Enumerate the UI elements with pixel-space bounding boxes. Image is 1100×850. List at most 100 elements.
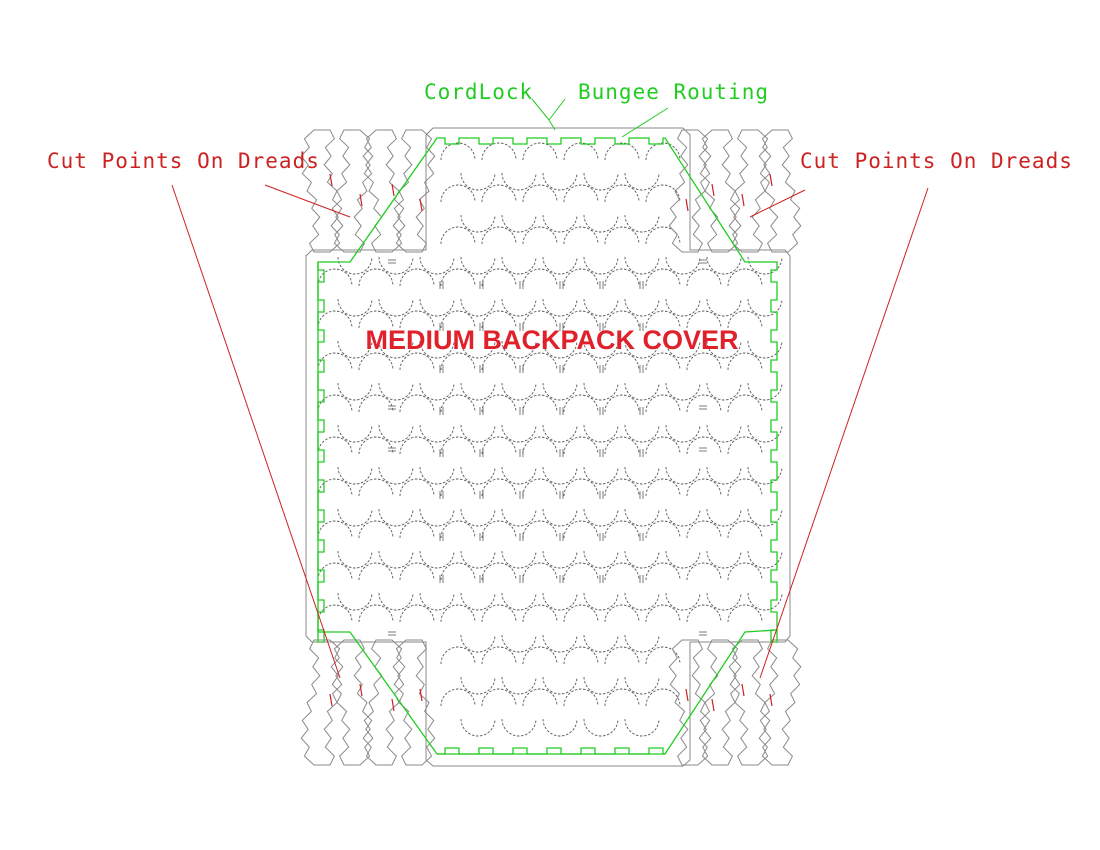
- pattern-arc: [727, 394, 763, 413]
- pattern-arc: [665, 382, 701, 401]
- pattern-arc: [460, 718, 496, 737]
- pattern-arc: [686, 268, 722, 287]
- pattern-arc: [501, 550, 537, 569]
- pattern-arc: [522, 520, 558, 539]
- pattern-arc: [337, 592, 373, 611]
- pattern-arc: [583, 550, 619, 569]
- dreads-top-right: [668, 129, 802, 253]
- pattern-arc: [522, 688, 558, 707]
- pattern-arc: [501, 466, 537, 485]
- pattern-arc: [706, 508, 742, 527]
- pattern-arc: [419, 550, 455, 569]
- pattern-arc: [645, 226, 681, 245]
- pattern-arc: [419, 592, 455, 611]
- pattern-arc: [645, 184, 681, 203]
- pattern-arc: [460, 466, 496, 485]
- pattern-arc: [563, 352, 599, 371]
- dreads-bottom-right: [668, 639, 802, 766]
- pattern-arc: [604, 436, 640, 455]
- pattern-arc: [686, 478, 722, 497]
- pattern-arc: [747, 340, 783, 359]
- pattern-arc: [460, 592, 496, 611]
- pattern-arc: [563, 310, 599, 329]
- arc-pattern: [317, 142, 783, 737]
- pattern-arc: [563, 268, 599, 287]
- pattern-arc: [399, 310, 435, 329]
- pattern-arc: [399, 478, 435, 497]
- bungee-loop-bottom: [437, 747, 665, 755]
- pattern-arc: [686, 352, 722, 371]
- cut-point: [685, 688, 689, 702]
- pattern-arc: [378, 592, 414, 611]
- pattern-arc: [583, 172, 619, 191]
- cut-points-leader-left: [171, 184, 351, 679]
- pattern-arc: [399, 268, 435, 287]
- pattern-arc: [583, 466, 619, 485]
- cut-points-label-left: Cut Points On Dreads: [47, 149, 320, 173]
- pattern-arc: [440, 688, 476, 707]
- pattern-arc: [665, 298, 701, 317]
- dread-strip: [728, 639, 772, 766]
- pattern-arc: [583, 214, 619, 233]
- pattern-arc: [624, 718, 660, 737]
- pattern-arc: [624, 172, 660, 191]
- pattern-arc: [563, 142, 599, 161]
- cut-point: [329, 173, 333, 187]
- pattern-arc: [686, 394, 722, 413]
- dread-strip: [300, 639, 344, 766]
- pattern-arc: [337, 550, 373, 569]
- pattern-arc: [624, 340, 660, 359]
- pattern-arc: [542, 676, 578, 695]
- pattern-arc: [522, 268, 558, 287]
- pattern-arc: [481, 268, 517, 287]
- pattern-arc: [522, 142, 558, 161]
- drawing-title: MEDIUM BACKPACK COVER: [365, 325, 738, 355]
- dread-strip: [698, 129, 742, 253]
- pattern-arc: [460, 298, 496, 317]
- dread-strip: [330, 129, 374, 253]
- dread-strip: [728, 129, 772, 253]
- dreads-bottom-left: [300, 639, 436, 766]
- pattern-arc: [440, 436, 476, 455]
- pattern-arc: [604, 268, 640, 287]
- pattern-arc: [542, 508, 578, 527]
- pattern-arc: [419, 466, 455, 485]
- pattern-arc: [378, 466, 414, 485]
- pattern-arc: [440, 520, 476, 539]
- pattern-arc: [317, 562, 353, 581]
- pattern-arc: [440, 310, 476, 329]
- pattern-arc: [747, 466, 783, 485]
- pattern-arc: [317, 310, 353, 329]
- pattern-arc: [460, 508, 496, 527]
- pattern-arc: [337, 424, 373, 443]
- pattern-arc: [583, 340, 619, 359]
- pattern-arc: [542, 466, 578, 485]
- pattern-arc: [645, 436, 681, 455]
- pattern-arc: [645, 352, 681, 371]
- pattern-arc: [645, 646, 681, 665]
- pattern-arc: [358, 352, 394, 371]
- pattern-arc: [522, 562, 558, 581]
- pattern-arc: [604, 310, 640, 329]
- cut-point: [359, 193, 363, 207]
- pattern-arc: [604, 520, 640, 539]
- pattern-arc: [501, 424, 537, 443]
- pattern-arc: [604, 562, 640, 581]
- pattern-arc: [645, 688, 681, 707]
- pattern-arc: [624, 424, 660, 443]
- pattern-arc: [378, 550, 414, 569]
- pattern-arc: [501, 172, 537, 191]
- pattern-arc: [542, 340, 578, 359]
- pattern-arc: [481, 436, 517, 455]
- pattern-arc: [604, 226, 640, 245]
- pattern-arc: [727, 352, 763, 371]
- pattern-arc: [358, 562, 394, 581]
- dread-strip: [668, 639, 712, 766]
- pattern-arc: [358, 436, 394, 455]
- pattern-arc: [727, 268, 763, 287]
- dread-strip: [758, 639, 802, 766]
- pattern-arc: [624, 214, 660, 233]
- pattern-arc: [522, 436, 558, 455]
- pattern-arc: [378, 508, 414, 527]
